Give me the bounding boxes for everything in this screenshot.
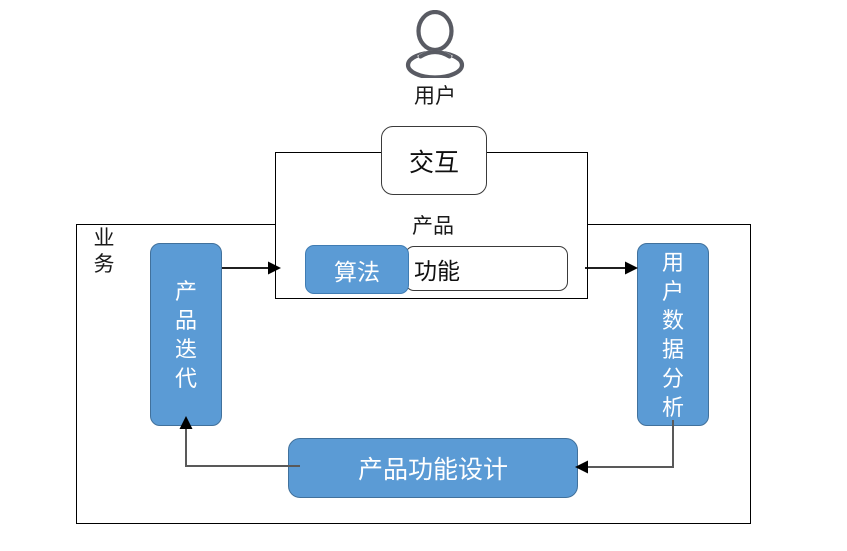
product-iteration-label: 产品迭代 <box>174 278 197 391</box>
interaction-node-label: 交互 <box>408 148 459 177</box>
business-frame-label: 业务 <box>93 227 115 276</box>
user-label: 用户 <box>414 85 456 108</box>
interaction-node[interactable]: 交互 <box>381 126 487 195</box>
user-person-icon <box>405 10 465 78</box>
connector-product-to-analysis-arrow <box>585 261 638 275</box>
algorithm-node[interactable]: 算法 <box>305 245 409 294</box>
feature-design-node[interactable]: 产品功能设计 <box>288 438 578 498</box>
connector-design-to-iteration-arrow <box>179 416 300 467</box>
function-node-label: 功能 <box>414 257 460 284</box>
algorithm-node-label: 算法 <box>334 258 380 285</box>
user-data-analysis-label: 用户数据分析 <box>661 249 684 420</box>
product-frame-label: 产品 <box>412 215 454 238</box>
connector-analysis-to-design-arrow <box>575 420 674 474</box>
connector-iteration-to-product-arrow <box>222 261 281 275</box>
feature-design-label: 产品功能设计 <box>357 456 508 484</box>
product-iteration-node[interactable]: 产品迭代 <box>150 243 222 426</box>
function-node[interactable]: 功能 <box>405 246 568 291</box>
user-data-analysis-node[interactable]: 用户数据分析 <box>637 243 709 426</box>
